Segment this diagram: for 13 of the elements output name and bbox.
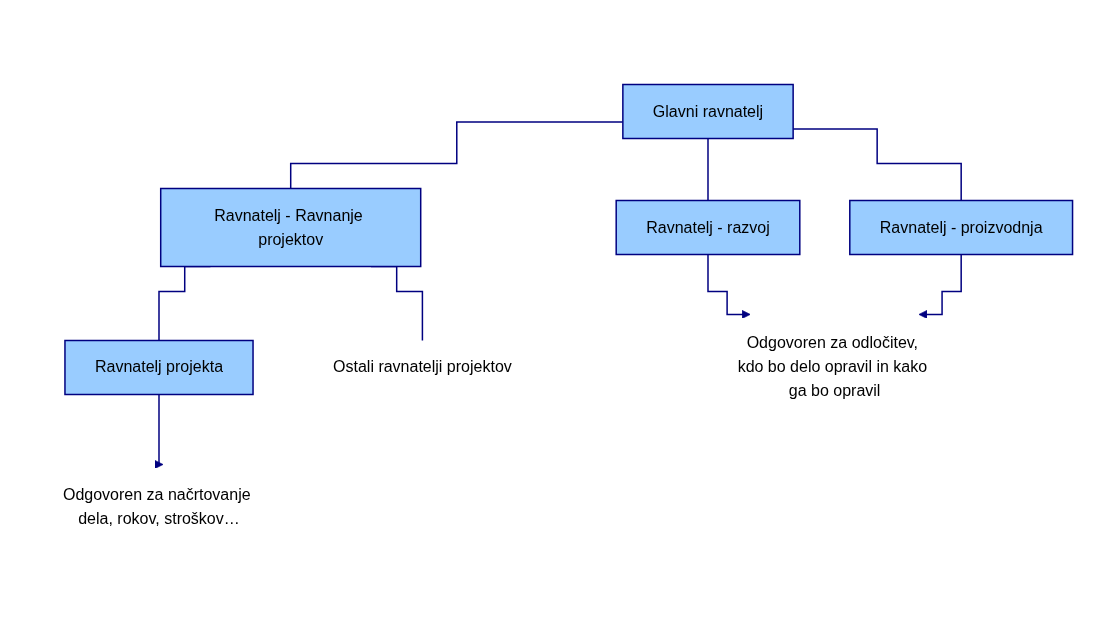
node-box: Ravnatelj - razvoj (615, 199, 801, 256)
connector (792, 128, 962, 202)
connector (706, 137, 709, 202)
node-box: Glavni ravnatelj (621, 83, 794, 140)
arrow (706, 253, 751, 319)
node-box: Ravnatelj - Ravnanje projektov (159, 187, 422, 268)
node-box: Ravnatelj projekta (63, 339, 254, 396)
node-text: Odgovoren za odločitev, kdo bo delo opravil in kako ga bo opravil (737, 334, 927, 400)
node-box: Ravnatelj - proizvodnja (848, 199, 1073, 256)
arrow (918, 253, 962, 319)
node-text: Odgovoren za načrtovanje dela, rokov, stroškov… (62, 486, 251, 528)
node-text: Ostali ravnatelji projektov (332, 358, 512, 376)
arrow (154, 393, 164, 469)
